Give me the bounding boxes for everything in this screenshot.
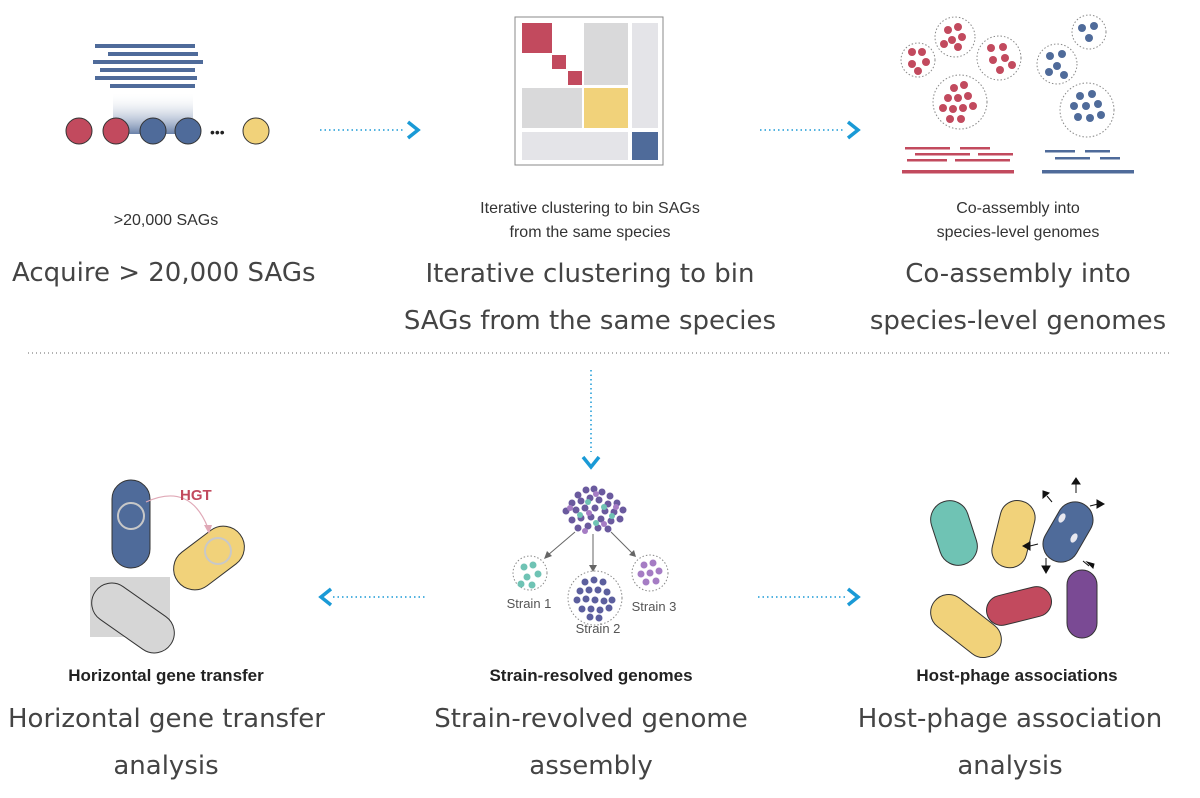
sequencing-reads-icon [93, 44, 203, 88]
strain-2-label: Strain 2 [576, 621, 621, 636]
coassembly-big-line2: species-level genomes [869, 306, 1167, 336]
arrow-down-icon [581, 370, 601, 470]
acquire-big-label: Acquire > 20,000 SAGs [12, 258, 316, 288]
ellipsis-dots: ••• [210, 124, 225, 140]
strain-1-label: Strain 1 [507, 596, 552, 611]
species-clusters-icon [900, 14, 1115, 138]
phage-big-line1: Host-phage association [857, 704, 1163, 734]
strain-cluster-icon [512, 485, 669, 626]
hgt-bold-label: Horizontal gene transfer [68, 666, 264, 685]
clustering-big-line1: Iterative clustering to bin [425, 259, 755, 289]
hgt-cells-icon [90, 479, 245, 654]
clustering-matrix-icon [514, 16, 664, 166]
acquire-small-label: >20,000 SAGs [113, 212, 219, 229]
arrow-right-icon [320, 120, 421, 140]
arrow-right-icon [760, 120, 861, 140]
phage-big-line2: analysis [957, 751, 1063, 781]
strain-3-label: Strain 3 [632, 599, 677, 614]
arrow-right-icon [758, 587, 861, 607]
strain-bold-label: Strain-resolved genomes [489, 666, 693, 685]
hgt-big-line2: analysis [113, 751, 219, 781]
clustering-small-line2: from the same species [509, 224, 671, 241]
coassembly-small-line1: Co-assembly into [956, 200, 1080, 217]
host-phage-cells-icon [930, 500, 1098, 659]
coassembly-big-line1: Co-assembly into [905, 259, 1131, 289]
hgt-label: HGT [180, 487, 212, 504]
hgt-big-line1: Horizontal gene transfer [8, 704, 325, 734]
strain-big-line1: Strain-revolved genome [434, 704, 748, 734]
phage-bold-label: Host-phage associations [916, 666, 1118, 685]
red-assembled-reads-icon [902, 147, 1014, 174]
strain-big-line2: assembly [529, 751, 653, 781]
clustering-big-line2: SAGs from the same species [403, 306, 777, 336]
clustering-small-line1: Iterative clustering to bin SAGs [480, 200, 700, 217]
arrow-left-icon [318, 587, 425, 607]
coassembly-small-line2: species-level genomes [936, 224, 1100, 241]
phage-particles-icon [1021, 477, 1106, 575]
single-cells-icon [65, 117, 270, 145]
blue-assembled-reads-icon [1042, 150, 1134, 174]
